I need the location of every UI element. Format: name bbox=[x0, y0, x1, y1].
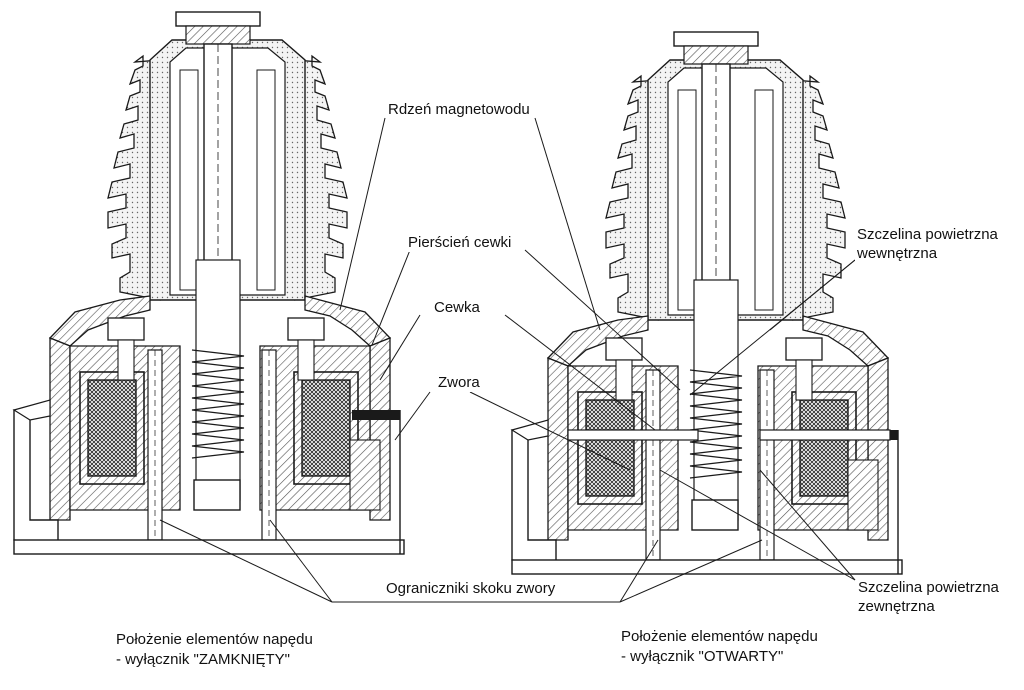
left-actuator-section bbox=[13, 11, 405, 555]
caption-right-line1: Położenie elementów napędu bbox=[621, 628, 818, 645]
label-ograniczniki-skoku-zwory: Ograniczniki skoku zwory bbox=[384, 580, 558, 598]
label-rdzen-magnetowodu: Rdzeń magnetowodu bbox=[386, 101, 532, 119]
label-szczelina-zewnetrzna-line1: Szczelina powietrzna bbox=[856, 579, 1001, 597]
label-pierscien-cewki: Pierścień cewki bbox=[406, 234, 514, 252]
label-szczelina-wewnetrzna-line2: wewnętrzna bbox=[855, 245, 940, 263]
label-zwora: Zwora bbox=[436, 374, 482, 392]
leader-lines bbox=[159, 117, 856, 603]
caption-left-line1: Położenie elementów napędu bbox=[116, 631, 313, 648]
caption-left-line2: - wyłącznik "ZAMKNIĘTY" bbox=[116, 651, 291, 668]
label-szczelina-wewnetrzna-line1: Szczelina powietrzna bbox=[855, 226, 1000, 244]
label-szczelina-zewnetrzna-line2: zewnętrzna bbox=[856, 598, 937, 616]
caption-right-line2: - wyłącznik "OTWARTY" bbox=[621, 648, 784, 665]
right-actuator-section bbox=[511, 31, 903, 575]
label-cewka: Cewka bbox=[432, 299, 482, 317]
